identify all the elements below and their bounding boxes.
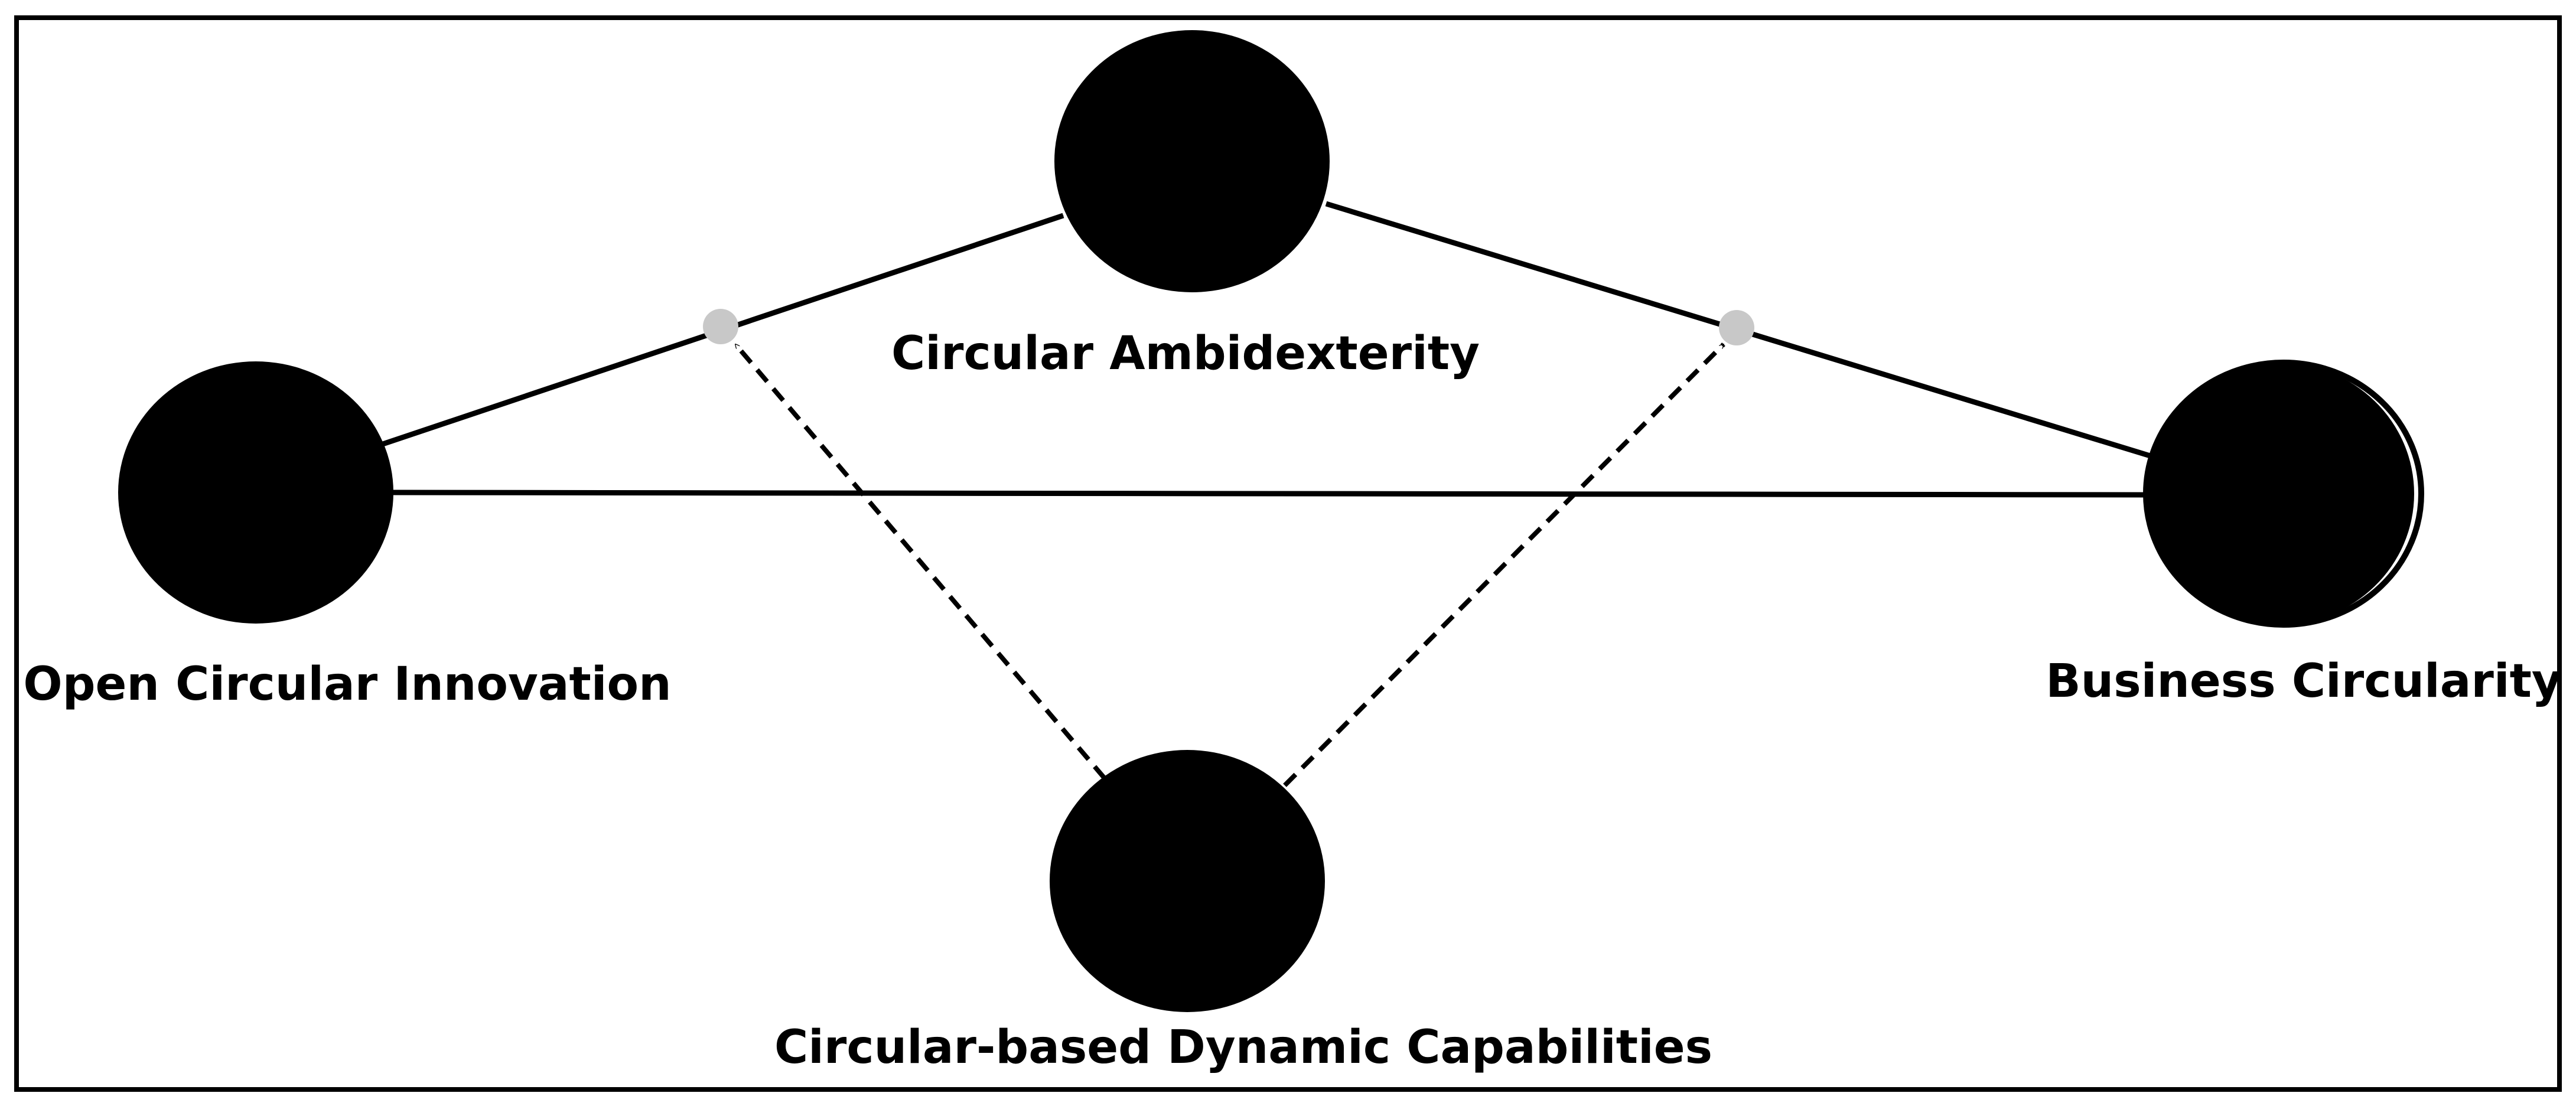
node-circular-based-dynamic-capabilities — [1050, 750, 1325, 1012]
moderation-arrow-to-ca-bc — [1283, 342, 1725, 787]
moderation-point-ca-bc — [1719, 310, 1754, 345]
label-business-circularity: Business Circularity — [2046, 655, 2562, 708]
path-oci-bc — [392, 490, 2146, 498]
moderation-arrow-to-oci-ca — [733, 342, 1107, 780]
label-open-circular-innovation: Open Circular Innovation — [23, 658, 671, 711]
diagram-frame — [14, 15, 2562, 1092]
label-circular-based-dynamic-capabilities: Circular-based Dynamic Capabilities — [774, 1021, 1712, 1074]
label-circular-ambidexterity: Circular Ambidexterity — [891, 327, 1480, 380]
moderation-point-oci-ca — [703, 309, 738, 344]
node-open-circular-innovation — [118, 361, 393, 624]
node-business-circularity — [2144, 363, 2414, 625]
node-circular-ambidexterity — [1054, 30, 1330, 292]
